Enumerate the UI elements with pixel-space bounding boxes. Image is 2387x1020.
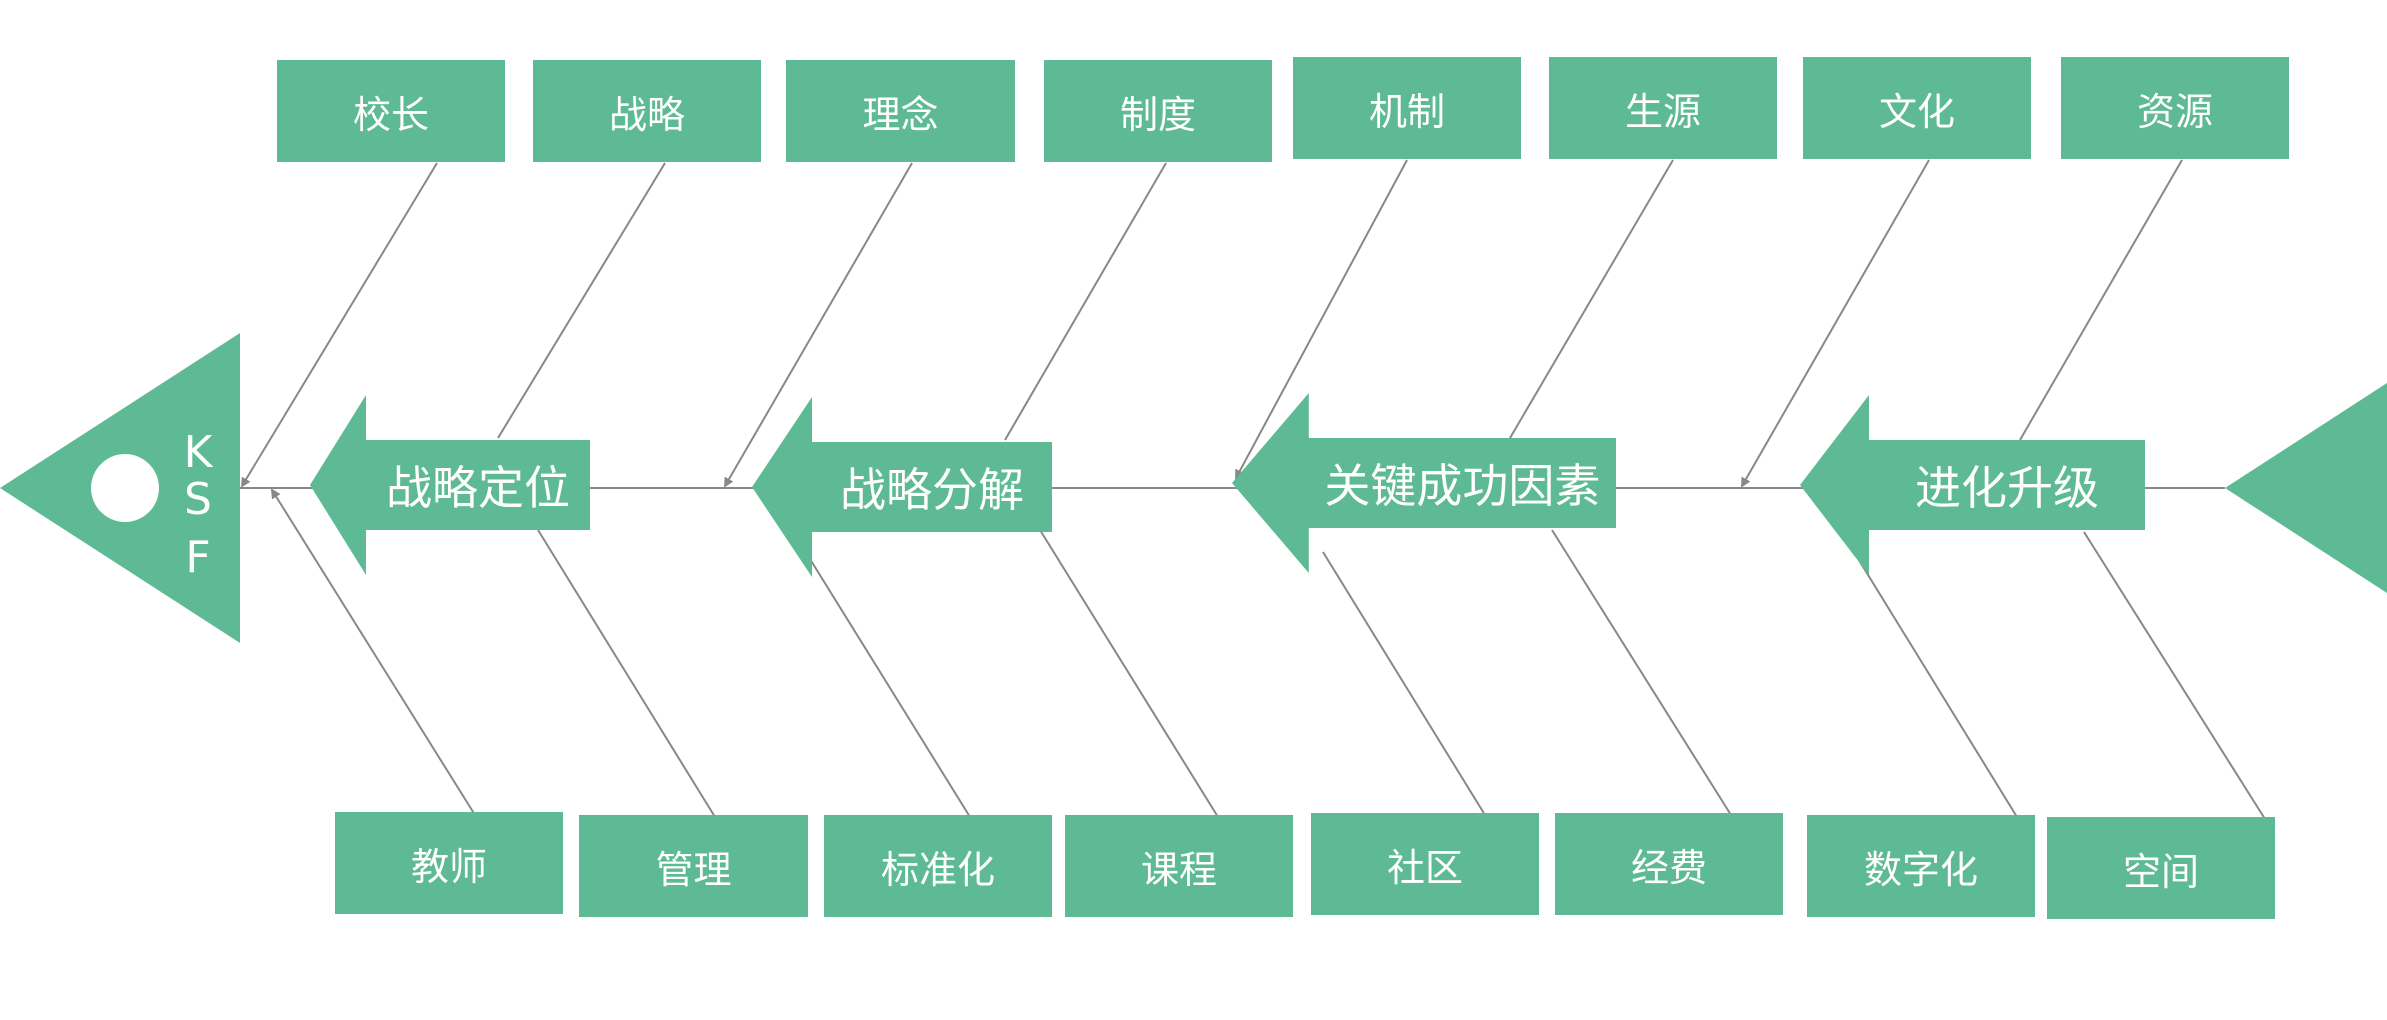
factor-top-8: 资源 bbox=[2061, 57, 2289, 159]
bone-top-6 bbox=[1509, 159, 1674, 439]
bone-bottom-6 bbox=[1551, 529, 1732, 816]
factor-top-2: 战略 bbox=[533, 60, 761, 162]
bone-top-1 bbox=[240, 162, 438, 488]
factor-bottom-1: 教师 bbox=[335, 812, 563, 914]
factor-top-7: 文化 bbox=[1803, 57, 2031, 159]
bone-top-7 bbox=[1741, 159, 1930, 488]
bone-bottom-4 bbox=[1039, 529, 1219, 818]
head-letter-f: F bbox=[185, 532, 211, 583]
fish-eye bbox=[91, 454, 159, 522]
factor-bottom-5: 社区 bbox=[1311, 813, 1539, 915]
factor-top-3: 理念 bbox=[786, 60, 1015, 162]
factor-top-5: 机制 bbox=[1293, 57, 1521, 159]
factor-bottom-2: 管理 bbox=[579, 815, 808, 917]
factor-bottom-8: 空间 bbox=[2047, 817, 2275, 919]
factor-top-4: 制度 bbox=[1044, 60, 1272, 162]
factor-bottom-6: 经费 bbox=[1555, 813, 1783, 915]
factor-bottom-7: 数字化 bbox=[1807, 815, 2035, 917]
head-letter-k: K bbox=[183, 427, 213, 478]
stage-label-4: 进化升级 bbox=[1915, 461, 2099, 515]
factor-top-1: 校长 bbox=[277, 60, 505, 162]
bone-bottom-1 bbox=[270, 488, 476, 816]
stage-label-3: 关键成功因素 bbox=[1324, 459, 1601, 513]
bone-bottom-8 bbox=[2083, 531, 2266, 820]
bone-bottom-5 bbox=[1322, 551, 1486, 816]
bone-top-8 bbox=[2019, 159, 2183, 441]
bone-bottom-2 bbox=[537, 529, 716, 818]
head-letter-s: S bbox=[184, 474, 212, 525]
bone-top-2 bbox=[497, 162, 666, 439]
stage-label-1: 战略定位 bbox=[386, 461, 570, 515]
bone-top-3 bbox=[723, 162, 913, 488]
bone-bottom-3 bbox=[791, 529, 971, 818]
factor-bottom-3: 标准化 bbox=[824, 815, 1052, 917]
fish-tail bbox=[2225, 383, 2387, 593]
bone-top-4 bbox=[1004, 162, 1167, 441]
stage-label-2: 战略分解 bbox=[840, 463, 1024, 517]
factor-bottom-4: 课程 bbox=[1065, 815, 1293, 917]
bone-top-5 bbox=[1235, 159, 1408, 480]
factor-top-6: 生源 bbox=[1549, 57, 1777, 159]
